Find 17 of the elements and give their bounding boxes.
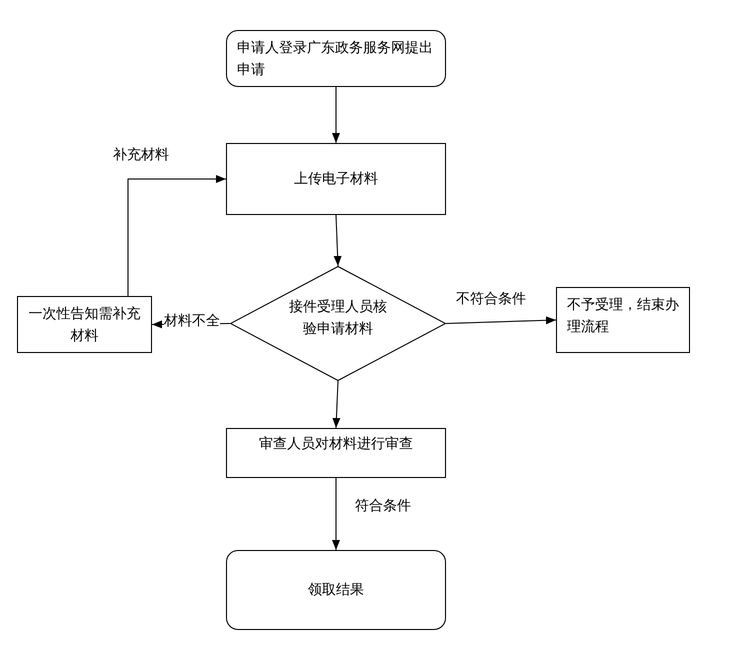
process-box: 审查人员对材料进行审查 xyxy=(226,428,446,478)
process-box: 上传电子材料 xyxy=(226,143,446,215)
arrow xyxy=(332,86,340,144)
end-box: 不予受理，结束办理流程 xyxy=(556,287,690,353)
arrow xyxy=(332,478,340,550)
edge-label: 不符合条件 xyxy=(456,290,526,308)
process-box: 一次性告知需补充材料 xyxy=(17,296,152,353)
decision-diamond: 接件受理人员核验申请材料 xyxy=(230,266,446,381)
arrow xyxy=(332,380,340,428)
start-box: 申请人登录广东政务服务网提出申请 xyxy=(226,30,446,87)
end-box: 领取结果 xyxy=(226,550,446,630)
edge-label: 符合条件 xyxy=(355,497,411,515)
arrow xyxy=(128,175,226,296)
arrow xyxy=(446,316,556,324)
edge-label: 补充材料 xyxy=(113,146,169,164)
edge-label: 材料不全 xyxy=(164,312,220,330)
arrow xyxy=(334,214,342,266)
